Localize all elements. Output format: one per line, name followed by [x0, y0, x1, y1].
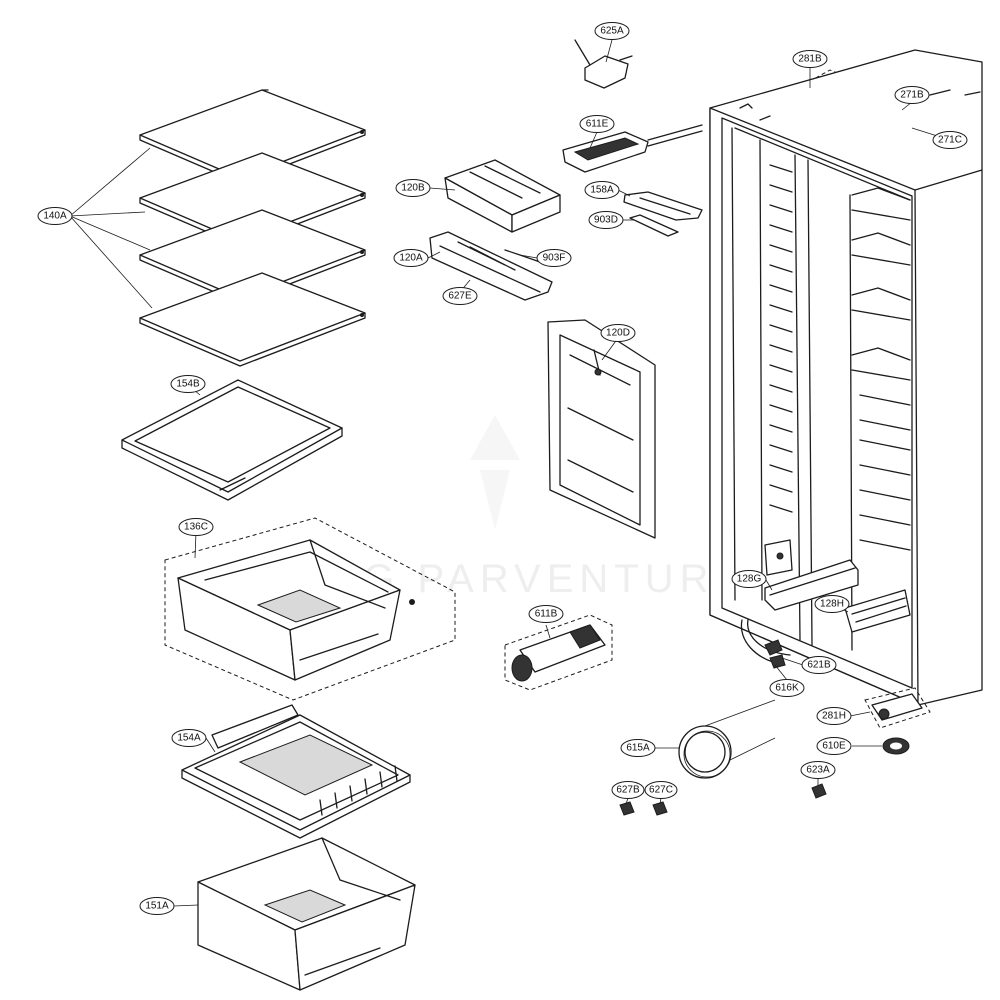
svg-text:271C: 271C — [938, 135, 962, 146]
svg-text:903D: 903D — [594, 215, 618, 226]
svg-text:120B: 120B — [401, 183, 425, 194]
label-154B: 154B — [170, 375, 206, 393]
clip-627B — [619, 801, 635, 816]
label-903F: 903F — [536, 249, 572, 267]
label-154A: 154A — [171, 729, 207, 747]
label-616K: 616K — [769, 679, 805, 697]
shelf-frame-154B — [121, 379, 343, 501]
svg-text:154B: 154B — [176, 379, 200, 390]
label-623A: 623A — [800, 761, 836, 779]
label-625A: 625A — [594, 22, 630, 40]
svg-text:625A: 625A — [600, 26, 624, 37]
svg-text:627B: 627B — [616, 785, 640, 796]
label-611E: 611E — [579, 115, 615, 133]
part-611E — [562, 124, 703, 173]
label-615A: 615A — [620, 739, 656, 757]
svg-text:158A: 158A — [590, 185, 614, 196]
part-625A — [574, 39, 633, 89]
svg-text:128G: 128G — [737, 574, 762, 585]
crisper-drawer-136C — [164, 517, 456, 701]
label-128H: 128H — [814, 595, 850, 613]
svg-text:271B: 271B — [900, 90, 924, 101]
part-903D — [629, 214, 679, 237]
label-120A: 120A — [393, 249, 429, 267]
panel-120D — [547, 319, 656, 539]
part-158A — [623, 191, 703, 221]
svg-text:627E: 627E — [448, 291, 472, 302]
label-128G: 128G — [731, 570, 767, 588]
drawer-cover-154A — [181, 704, 411, 839]
part-281H — [864, 687, 931, 729]
label-627B: 627B — [611, 781, 645, 799]
svg-text:120D: 120D — [606, 328, 630, 339]
svg-text:128H: 128H — [820, 599, 844, 610]
rail-128H — [844, 589, 911, 633]
label-903D: 903D — [588, 211, 624, 229]
svg-text:610E: 610E — [822, 741, 846, 752]
watermark-logo-icon — [470, 415, 520, 530]
glass-shelves-140A — [139, 89, 366, 367]
label-610E: 610E — [816, 737, 852, 755]
tube-coil-615A — [678, 699, 776, 779]
label-621B: 621B — [801, 656, 837, 674]
svg-text:136C: 136C — [184, 522, 208, 533]
rail-128G — [764, 559, 859, 611]
label-151A: 151A — [139, 897, 175, 915]
label-611B: 611B — [528, 605, 564, 623]
svg-text:616K: 616K — [775, 683, 799, 694]
svg-text:140A: 140A — [43, 211, 67, 222]
leader-lines-140A — [69, 147, 153, 309]
svg-text:621B: 621B — [807, 660, 831, 671]
label-281B: 281B — [792, 50, 828, 68]
label-627C: 627C — [644, 781, 678, 799]
svg-text:615A: 615A — [626, 743, 650, 754]
drawer-151A — [197, 837, 416, 991]
svg-text:151A: 151A — [145, 901, 169, 912]
label-140A: 140A — [37, 207, 73, 225]
housing-120B — [444, 159, 561, 233]
label-627E: 627E — [442, 287, 478, 305]
svg-text:120A: 120A — [399, 253, 423, 264]
filter-611B — [504, 614, 613, 691]
part-labels: 625A 281B 271B 611E 271C 140A 120B 158A … — [37, 22, 968, 915]
svg-text:281H: 281H — [822, 711, 846, 722]
label-281H: 281H — [816, 707, 852, 725]
clip-627C — [652, 801, 668, 816]
leader-lines — [173, 39, 951, 907]
svg-text:611E: 611E — [586, 119, 609, 130]
svg-text:627C: 627C — [649, 785, 673, 796]
tubing-621B — [740, 619, 791, 669]
svg-text:903F: 903F — [543, 253, 566, 264]
refrigerator-cabinet — [709, 49, 983, 706]
svg-text:623A: 623A — [806, 765, 830, 776]
ring-610E — [882, 737, 910, 755]
clip-623A — [811, 783, 827, 799]
label-120B: 120B — [395, 179, 431, 197]
svg-text:281B: 281B — [798, 54, 822, 65]
svg-text:154A: 154A — [177, 733, 201, 744]
label-271B: 271B — [894, 86, 930, 104]
label-271C: 271C — [932, 131, 968, 149]
label-136C: 136C — [178, 518, 214, 536]
svg-text:611B: 611B — [535, 609, 558, 620]
label-158A: 158A — [584, 181, 620, 199]
label-120D: 120D — [600, 324, 636, 342]
